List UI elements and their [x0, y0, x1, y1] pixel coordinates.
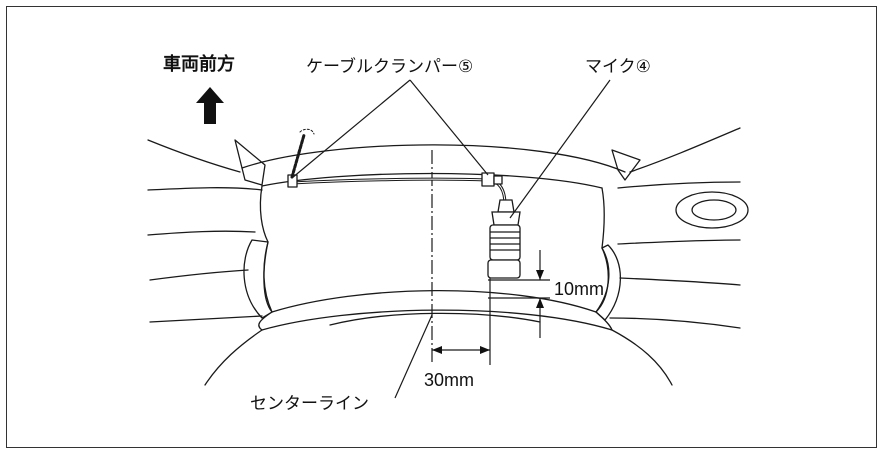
dim-10-arrow-top — [536, 270, 544, 280]
right-knob-outer — [675, 191, 749, 229]
hood-right-edge — [601, 187, 605, 249]
hood-inner-arc — [329, 312, 541, 326]
label-dim-10mm: 10mm — [554, 279, 605, 299]
dash-outline-left-2 — [147, 187, 263, 191]
hood-left-edge — [259, 185, 269, 243]
leader-clamper-right — [409, 79, 489, 176]
dash-outline-right-3 — [617, 239, 741, 245]
cable-clamper-right-top — [493, 175, 503, 185]
leader-center — [394, 314, 433, 399]
hood-bottom-arc — [271, 289, 597, 313]
cable-highlight — [291, 178, 506, 206]
right-knob-inner — [691, 199, 737, 221]
leader-clamper-left — [291, 79, 411, 179]
right-block-upper — [611, 149, 641, 181]
microphone-icon — [487, 199, 521, 279]
leader-mic — [509, 79, 611, 219]
console-line-right-2 — [595, 311, 613, 331]
dash-outline-right-1 — [629, 127, 741, 173]
cable — [290, 177, 507, 207]
cable-extension-dashed — [290, 133, 306, 179]
label-center-line: センターライン — [250, 394, 369, 414]
hood-front-face-r — [595, 247, 609, 313]
hood-front-face — [263, 241, 273, 313]
dash-outline-right-2 — [617, 181, 741, 189]
dash-outline-left-5 — [149, 315, 263, 323]
label-microphone: マイク④ — [585, 57, 651, 77]
console-line-left-2 — [258, 311, 273, 331]
left-block-upper — [234, 139, 266, 186]
forward-arrow-icon — [196, 87, 224, 124]
diagram-frame — [6, 6, 877, 448]
dash-outline-left-4 — [149, 269, 249, 281]
dash-outline-right-4 — [619, 277, 741, 286]
dim-10-arrow-bottom — [536, 298, 544, 308]
label-vehicle-forward: 車両前方 — [163, 54, 235, 75]
cable-extension-end — [299, 128, 315, 135]
dim-30-arrow-right — [480, 346, 490, 354]
dash-outline-left-3 — [147, 230, 256, 236]
hood-lower-arc — [261, 309, 613, 331]
dash-outline-right-5 — [609, 317, 741, 329]
console-line-left — [204, 329, 263, 386]
hood-upper-arc-2 — [261, 172, 603, 189]
console-line-right — [611, 329, 673, 386]
dim-30-arrow-left — [432, 346, 442, 354]
dash-outline-left-1 — [147, 139, 241, 173]
hood-upper-arc — [241, 144, 626, 173]
label-cable-clamper: ケーブルクランパー⑤ — [306, 57, 474, 77]
label-dim-30mm: 30mm — [424, 370, 475, 390]
